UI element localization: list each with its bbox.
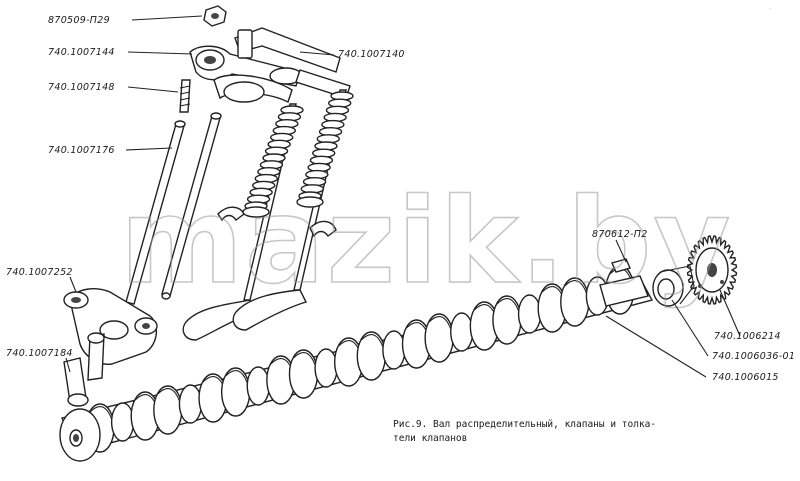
label-camshaft: 740.1006015 (712, 372, 779, 383)
corner-mark: · (770, 6, 772, 12)
label-thrust-flange: 740.1006036-01 (712, 351, 795, 362)
pushrods (125, 112, 222, 305)
adjusting-screw (179, 79, 191, 113)
label-tappet-holder: 740.1007252 (6, 267, 73, 278)
label-rocker-right: 740.1007140 (338, 49, 405, 60)
figure-caption: Рис.9. Вал распределительный, клапаны и … (393, 419, 656, 444)
label-gear: 740.1006214 (714, 331, 781, 342)
part-labels: 870509-П29 740.1007144 740.1007140 740.1… (6, 15, 795, 383)
tappet-holder (63, 288, 158, 381)
rocker-arms (189, 27, 351, 103)
valves (182, 89, 354, 341)
leader-lines (65, 15, 741, 378)
nut (203, 5, 227, 27)
label-adjusting-screw: 740.1007148 (48, 82, 115, 93)
camshaft (59, 258, 654, 462)
timing-gear (686, 235, 738, 305)
label-cam-key: 870612-П2 (592, 229, 648, 240)
thrust-flange (652, 265, 695, 307)
caption-line-1: Рис.9. Вал распределительный, клапаны и … (393, 419, 656, 430)
watermark-text: mazik.by (120, 172, 732, 310)
label-pushrod: 740.1007176 (48, 145, 115, 156)
label-rocker-left: 740.1007144 (48, 47, 115, 58)
label-tappet: 740.1007184 (6, 348, 73, 359)
label-nut: 870509-П29 (48, 15, 110, 26)
valve-keepers (217, 206, 337, 238)
caption-line-2: тели клапанов (393, 433, 467, 444)
